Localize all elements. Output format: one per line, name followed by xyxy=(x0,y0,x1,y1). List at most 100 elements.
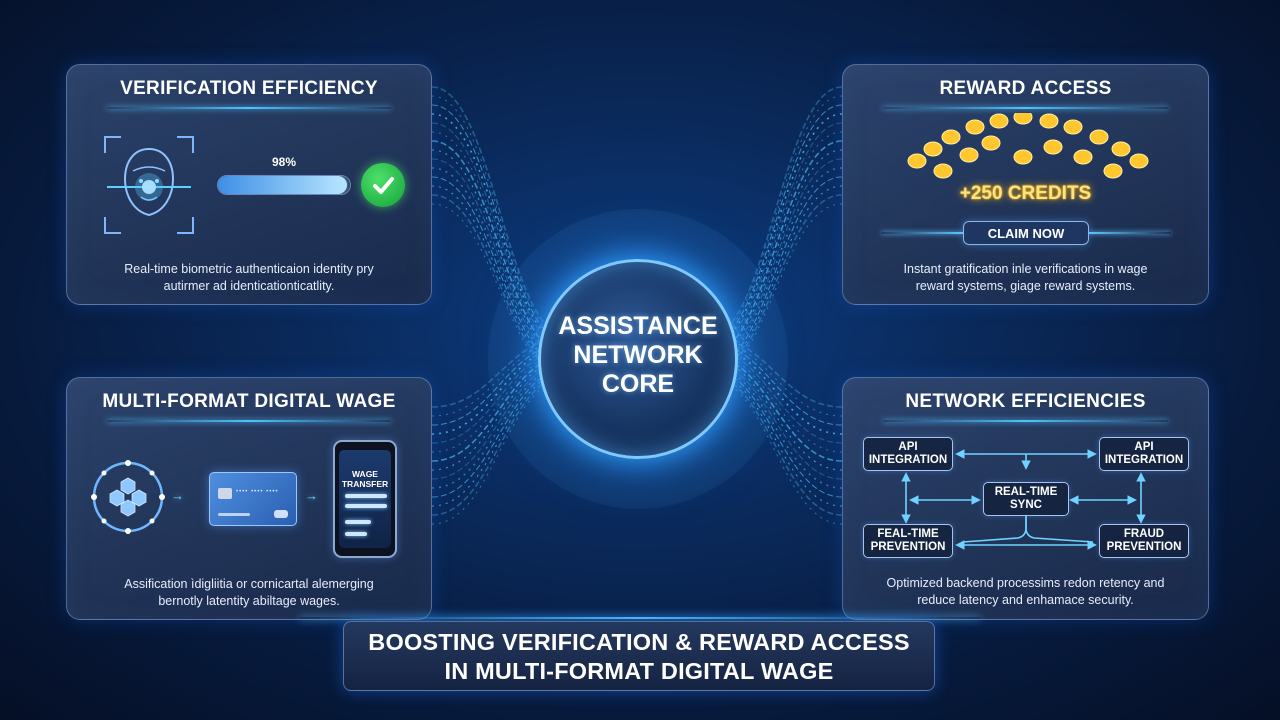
reward-access-panel: REWARD ACCESS +250 CREDITS CLAIM NOW Ins… xyxy=(842,64,1209,305)
data-stream-line xyxy=(707,371,843,507)
card-logo-icon xyxy=(274,510,288,518)
desc-line: autirmer ad identicationticatlity. xyxy=(163,279,335,293)
data-stream-line xyxy=(431,342,569,426)
coin-icon xyxy=(981,135,1001,151)
digital-wage-panel: MULTI-FORMAT DIGITAL WAGE → •••• •••• ••… xyxy=(66,377,432,620)
box-label: INTEGRATION xyxy=(868,454,948,466)
box-label: REAL-TIME xyxy=(994,486,1058,498)
network-title: NETWORK EFFICIENCIES xyxy=(905,391,1146,412)
coin-icon xyxy=(1073,149,1093,165)
box-label: FEAL-TIME xyxy=(877,528,939,540)
box-label: SYNC xyxy=(1010,499,1042,511)
reward-title: REWARD ACCESS xyxy=(939,78,1112,99)
box-label: PREVENTION xyxy=(870,541,946,553)
data-stream-line xyxy=(431,113,569,348)
data-stream-line xyxy=(431,371,569,507)
data-stream-line xyxy=(707,358,843,471)
coin-icon xyxy=(1103,163,1123,179)
desc-line: Real-time biometric authenticaion identi… xyxy=(124,262,374,276)
box-label: API xyxy=(1134,441,1154,453)
progress-fill xyxy=(218,176,348,194)
data-stream-line xyxy=(431,377,569,525)
phone-bar xyxy=(345,494,387,498)
coin-icon xyxy=(1089,129,1109,145)
data-stream-line xyxy=(707,122,843,351)
phone-label-line: WAGE xyxy=(352,469,378,479)
wage-title: MULTI-FORMAT DIGITAL WAGE xyxy=(102,391,396,412)
credit-card-icon: •••• •••• •••• xyxy=(209,472,297,526)
face-scan-icon xyxy=(104,136,194,234)
verification-progress-bar xyxy=(217,175,351,195)
coin-icon xyxy=(989,113,1009,129)
phone-icon: WAGE TRANSFER xyxy=(333,440,397,558)
box-label: INTEGRATION xyxy=(1104,454,1184,466)
box-label: FRAUD xyxy=(1123,528,1165,540)
coin-icon xyxy=(923,141,943,157)
banner-glow xyxy=(300,617,980,619)
banner-line-2: IN MULTI-FORMAT DIGITAL WAGE xyxy=(444,658,834,684)
button-glow xyxy=(881,232,963,234)
coin-icon xyxy=(959,147,979,163)
coin-icon xyxy=(941,129,961,145)
phone-bar xyxy=(345,520,371,524)
title-underline xyxy=(883,420,1168,422)
card-stripe xyxy=(218,513,250,516)
coin-icon xyxy=(1129,153,1149,169)
network-description: Optimized backend processims redon reten… xyxy=(861,575,1190,609)
coin-icon xyxy=(1043,139,1063,155)
arrow-right-icon: → xyxy=(305,488,318,503)
credits-amount: +250 CREDITS xyxy=(959,183,1092,204)
blockchain-network-icon xyxy=(91,460,165,534)
reward-description: Instant gratification inle verifications… xyxy=(861,261,1190,295)
desc-line: reduce latency and enhamace security. xyxy=(917,593,1134,607)
check-icon xyxy=(361,163,405,207)
title-underline xyxy=(107,420,391,422)
phone-bar xyxy=(345,504,387,508)
wage-transfer-label: WAGE TRANSFER xyxy=(339,469,391,489)
data-stream-line xyxy=(707,86,843,338)
data-stream-line xyxy=(707,377,843,525)
data-stream-line xyxy=(707,185,843,373)
claim-now-button[interactable]: CLAIM NOW xyxy=(963,221,1089,245)
core-line: NETWORK xyxy=(573,341,703,369)
data-stream-line xyxy=(431,158,569,363)
coin-icon xyxy=(933,163,953,179)
core-label: ASSISTANCE NETWORK CORE xyxy=(541,312,735,399)
data-stream-line xyxy=(431,176,569,369)
data-stream-line xyxy=(431,349,569,444)
coin-icon xyxy=(907,153,927,169)
bottom-banner: BOOSTING VERIFICATION & REWARD ACCESS IN… xyxy=(343,621,935,691)
desc-line: bernotly latentity abiltage wages. xyxy=(158,594,340,608)
desc-line: Instant gratification inle verifications… xyxy=(903,262,1148,276)
desc-line: Assification ìdigliitia or cornicartal a… xyxy=(124,577,374,591)
desc-line: Optimized backend processims redon reten… xyxy=(886,576,1165,590)
coin-icon xyxy=(1111,141,1131,157)
title-underline xyxy=(107,107,391,109)
card-chip xyxy=(218,488,232,499)
banner-line-1: BOOSTING VERIFICATION & REWARD ACCESS xyxy=(368,629,910,655)
verification-description: Real-time biometric authenticaion identi… xyxy=(85,261,413,295)
progress-percent: 98% xyxy=(271,155,297,169)
flow-connectors xyxy=(901,449,1146,550)
verification-title: VERIFICATION EFFICIENCY xyxy=(120,78,378,99)
phone-bar xyxy=(345,532,367,536)
verification-efficiency-panel: VERIFICATION EFFICIENCY 98% Real-time bi… xyxy=(66,64,432,305)
coin-icon xyxy=(1063,119,1083,135)
data-stream-line xyxy=(707,113,843,348)
core-line: ASSISTANCE xyxy=(558,312,718,340)
assistance-network-core: ASSISTANCE NETWORK CORE xyxy=(538,259,738,459)
box-label: PREVENTION xyxy=(1106,541,1182,553)
phone-label-line: TRANSFER xyxy=(341,479,389,489)
coin-icon xyxy=(1039,113,1059,129)
gold-coins-icon xyxy=(907,113,1149,179)
coin-icon xyxy=(1013,113,1033,125)
desc-line: reward systems, giage reward systems. xyxy=(915,279,1136,293)
coin-icon xyxy=(965,119,985,135)
data-stream-line xyxy=(707,342,843,426)
